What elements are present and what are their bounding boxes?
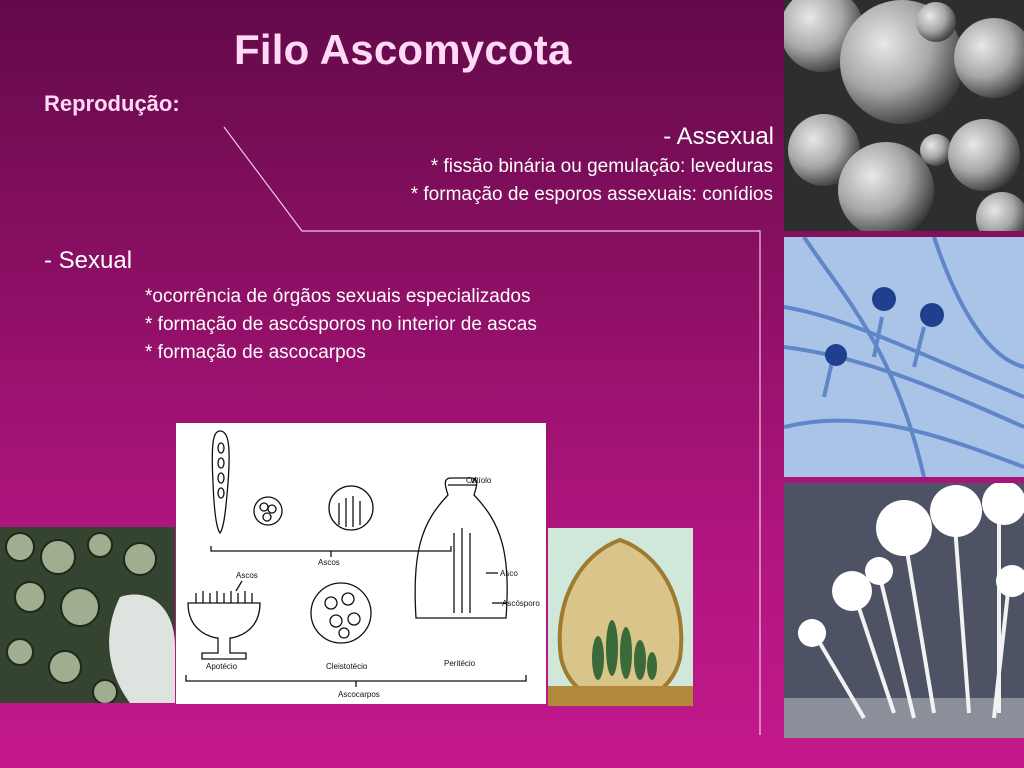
fungal-fruiting-bodies-image	[784, 483, 1024, 738]
slide-title: Filo Ascomycota	[234, 26, 572, 73]
label-ascosporo: Ascósporo	[502, 599, 540, 608]
label-apotecio: Apotécio	[206, 662, 238, 671]
label-ostiolo: Ostíolo	[466, 476, 492, 485]
sexual-heading: - Sexual	[44, 247, 133, 274]
ascocarp-micrograph-image	[548, 528, 693, 706]
sexual-item: * formação de ascocarpos	[145, 342, 366, 363]
label-ascos-left: Ascos	[236, 571, 258, 580]
label-ascocarpos: Ascocarpos	[338, 690, 380, 699]
label-ascos-top: Ascos	[318, 558, 340, 567]
section-heading-reproducao: Reprodução:	[44, 91, 180, 116]
conidiophore-micrograph-image	[784, 237, 1024, 477]
lichen-image	[0, 527, 175, 703]
label-asco: Asco	[500, 569, 518, 578]
yeast-micrograph-image	[784, 0, 1024, 231]
label-peritecio: Peritécio	[444, 659, 476, 668]
sexual-item: *ocorrência de órgãos sexuais especializ…	[145, 286, 531, 307]
asexual-heading: - Assexual	[663, 123, 774, 150]
label-cleistotecio: Cleistotécio	[326, 662, 368, 671]
asexual-item: * fissão binária ou gemulação: leveduras	[430, 156, 773, 177]
asexual-item: * formação de esporos assexuais: conídio…	[410, 184, 773, 205]
ascocarp-types-diagram: Ostíolo Ascos Ascos Asco Ascósporo Apoté…	[176, 423, 546, 704]
sexual-item: * formação de ascósporos no interior de …	[145, 314, 537, 335]
